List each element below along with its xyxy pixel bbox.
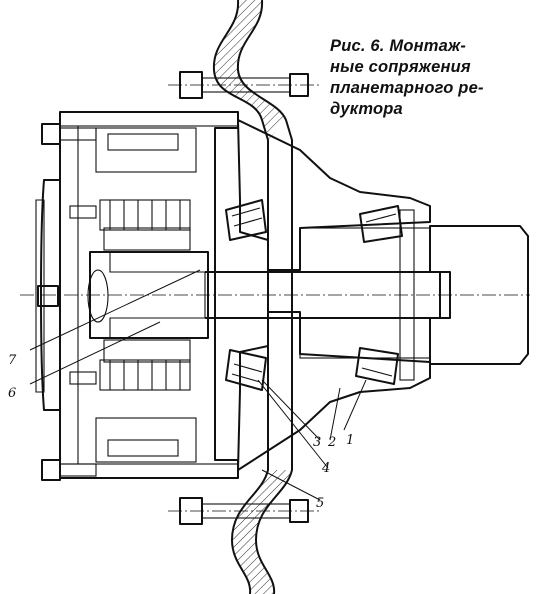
wheel-disc <box>212 0 293 594</box>
caption-line-1: Рис. 6. Монтаж- <box>330 37 467 55</box>
callout-5: 5 <box>316 496 324 511</box>
cover-bolt-mid <box>37 205 97 385</box>
callout-4: 4 <box>321 461 330 476</box>
caption-line-2: ные сопряжения <box>330 58 471 76</box>
callout-3: 3 <box>313 435 321 450</box>
leader-lines <box>29 269 367 501</box>
callout-1: 1 <box>346 433 354 448</box>
spindle <box>299 225 529 365</box>
planet-gears <box>95 127 197 463</box>
callout-2: 2 <box>327 435 336 450</box>
cover-bolt-top <box>41 123 97 145</box>
tapered-bearings <box>225 199 415 391</box>
cover-bolt-bottom <box>41 459 97 481</box>
callout-6: 6 <box>8 386 16 401</box>
caption-line-4: дуктора <box>330 100 403 118</box>
caption-line-3: планетарного ре- <box>330 79 484 97</box>
callout-7: 7 <box>8 353 17 368</box>
figure-caption: Рис. 6. Монтаж- ные сопряжения планетарн… <box>330 36 535 120</box>
